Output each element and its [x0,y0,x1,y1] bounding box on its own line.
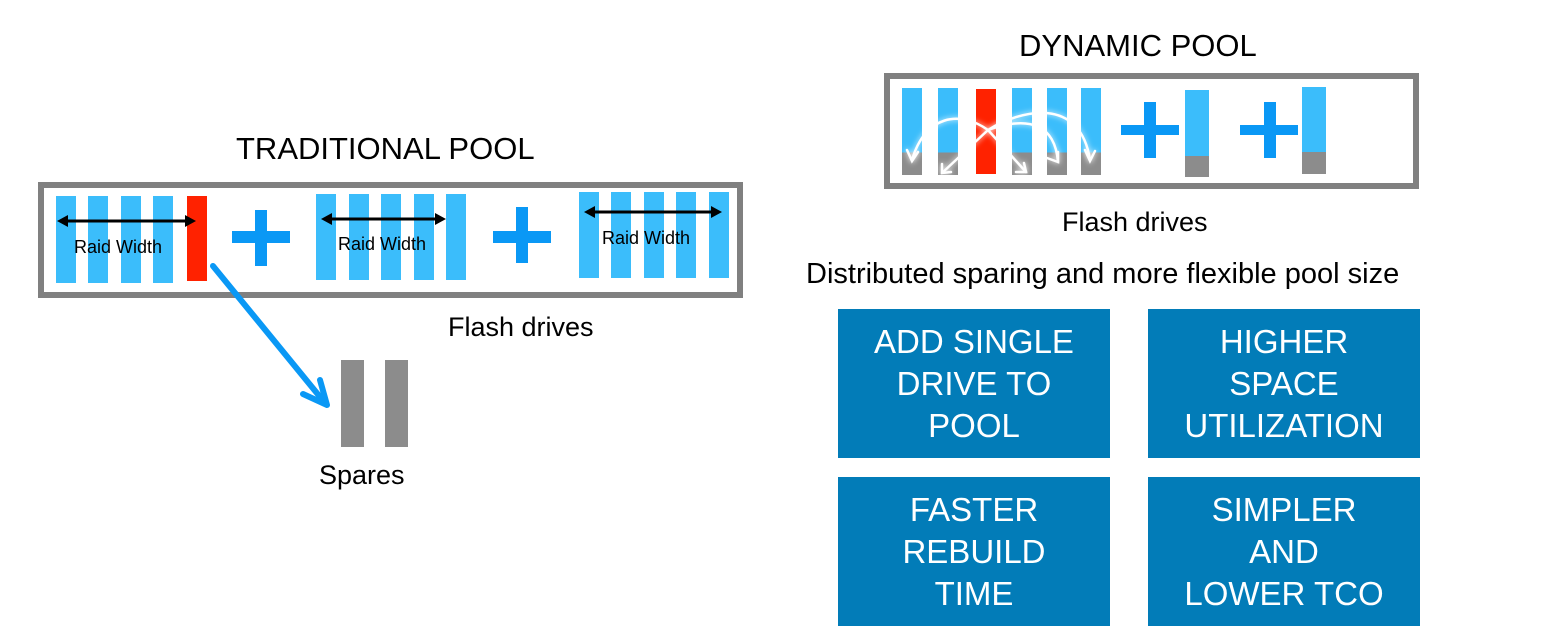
flash-drive-with-spare-space [938,88,958,175]
flash-drive [88,196,108,283]
raid-width-label: Raid Width [338,234,427,254]
dynamic-flash-drives-label: Flash drives [1062,207,1208,237]
plus-icon [232,210,290,266]
flash-drive [381,194,401,280]
flash-drive-with-spare-space [1047,88,1067,175]
raid-width-label: Raid Width [602,228,691,248]
flash-drive [56,196,76,283]
feature-tile-lower-tco: SIMPLER AND LOWER TCO [1148,477,1420,626]
flash-drive [446,194,466,280]
spare-drive [385,360,408,447]
traditional-flash-drives-label: Flash drives [448,312,594,342]
flash-drive [121,196,141,283]
spare-replacement-arrow [210,263,330,408]
raid-width-arrow [584,206,722,218]
dynamic-pool-subtitle: Distributed sparing and more flexible po… [806,258,1400,290]
feature-tile-higher-space-utilization: HIGHER SPACE UTILIZATION [1148,309,1420,458]
dynamic-pool-title: DYNAMIC POOL [1019,28,1257,63]
feature-tile-faster-rebuild: FASTER REBUILD TIME [838,477,1110,626]
plus-icon [493,207,551,263]
feature-tile-add-single-drive: ADD SINGLE DRIVE TO POOL [838,309,1110,458]
plus-icon [1121,102,1179,158]
flash-drive [153,196,173,283]
added-single-drive [1302,87,1326,174]
plus-icon [1240,102,1298,158]
rebuild-distribution-arrows [905,111,1097,175]
spare-drive [341,360,364,447]
flash-drive-with-spare-space [1012,88,1032,175]
traditional-pool-title: TRADITIONAL POOL [236,131,535,166]
raid-width-label: Raid Width [74,237,163,257]
spares-label: Spares [319,460,405,490]
failed-flash-drive [187,196,207,281]
raid-width-arrow [321,213,446,225]
flash-drive [349,194,369,280]
added-single-drive [1185,90,1209,177]
flash-drive [414,194,434,280]
raid-width-arrow [57,215,196,227]
